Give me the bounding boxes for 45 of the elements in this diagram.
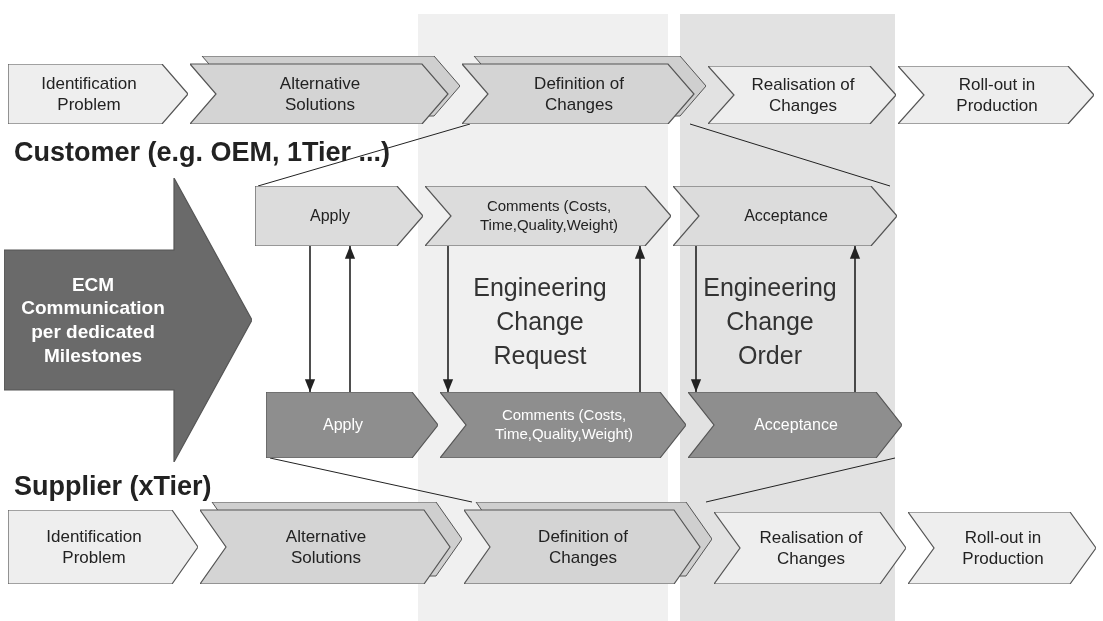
process-step	[440, 392, 686, 458]
zoom-line	[705, 457, 896, 503]
chevron-text: Identification Problem	[40, 72, 138, 116]
chevron-text: Realisation of Changes	[750, 73, 856, 117]
chevron-text: Roll-out in Production	[955, 73, 1039, 117]
arrow	[690, 245, 702, 393]
chevron-text: Apply	[310, 206, 350, 226]
process-step	[8, 510, 198, 584]
chevron-text: Comments (Costs, Time,Quality,Weight)	[493, 406, 635, 444]
heading: Supplier (xTier)	[14, 470, 213, 503]
process-step	[908, 512, 1096, 584]
chevron-text: Acceptance	[744, 206, 828, 226]
arrow	[304, 245, 316, 393]
process-step	[673, 186, 897, 246]
chevron-text: Alternative Solutions	[284, 525, 368, 569]
chevron-text: Acceptance	[754, 415, 838, 435]
process-step	[464, 502, 712, 584]
arrow	[634, 245, 646, 393]
process-step	[200, 502, 462, 584]
process-step	[190, 56, 460, 124]
process-step	[708, 66, 896, 124]
arrow	[344, 245, 356, 393]
process-step	[255, 186, 423, 246]
arrow	[442, 245, 454, 393]
process-step	[266, 392, 438, 458]
chevron-text: Definition of Changes	[537, 525, 629, 569]
process-step	[898, 66, 1094, 124]
arrow	[849, 245, 861, 393]
process-step	[462, 56, 706, 124]
chevron-text: Apply	[323, 415, 363, 435]
phase-label: Engineering Change Order	[702, 272, 838, 371]
process-step	[714, 512, 906, 584]
process-step	[688, 392, 902, 458]
phase-label: Engineering Change Request	[472, 272, 608, 371]
process-step	[425, 186, 671, 246]
chevron-text: Alternative Solutions	[278, 72, 362, 116]
chevron-text: Definition of Changes	[533, 72, 625, 116]
chevron-text: ECM Communication per dedicated Milestones	[20, 272, 166, 368]
block-arrow	[4, 178, 252, 462]
chevron-text: Identification Problem	[45, 525, 143, 569]
chevron-text: Comments (Costs, Time,Quality,Weight)	[478, 197, 620, 235]
zoom-line	[689, 123, 891, 187]
chevron-text: Realisation of Changes	[758, 526, 864, 570]
process-step	[8, 64, 188, 124]
chevron-text: Roll-out in Production	[961, 526, 1045, 570]
